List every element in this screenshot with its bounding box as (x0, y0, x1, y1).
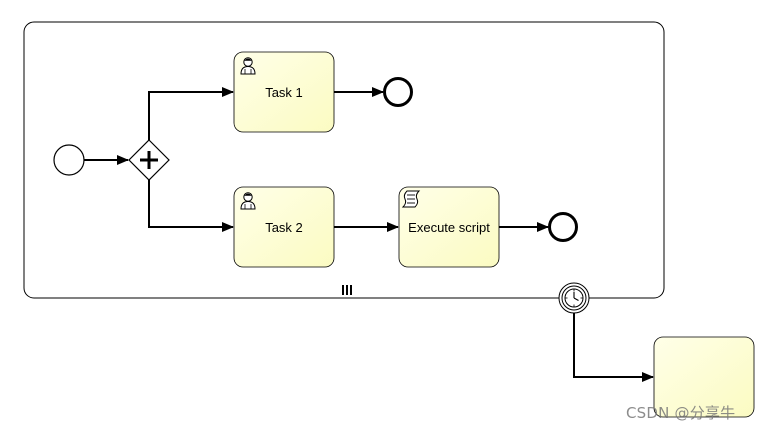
user-icon (240, 192, 256, 210)
script-icon (401, 190, 421, 208)
sequence-flow[interactable] (148, 87, 234, 140)
clock-icon (564, 288, 584, 308)
watermark: CSDN @分享牛 (626, 404, 736, 422)
task-1[interactable]: Task 1 (233, 51, 335, 133)
sequence-flow[interactable] (148, 180, 234, 232)
sequence-flow[interactable] (573, 313, 654, 382)
end-event[interactable] (383, 77, 413, 107)
user-icon (240, 57, 256, 75)
task-2-label: Task 2 (265, 220, 303, 235)
end-event[interactable] (548, 212, 578, 242)
plus-icon (140, 151, 158, 169)
multi-instance-marker-icon (342, 285, 352, 295)
timeout-task[interactable] (653, 336, 755, 418)
start-event[interactable] (53, 144, 85, 176)
script-task[interactable]: Execute script (398, 186, 500, 268)
task-1-label: Task 1 (265, 85, 303, 100)
task-2[interactable]: Task 2 (233, 186, 335, 268)
boundary-timer-event[interactable] (558, 282, 590, 314)
script-task-label: Execute script (408, 220, 490, 235)
